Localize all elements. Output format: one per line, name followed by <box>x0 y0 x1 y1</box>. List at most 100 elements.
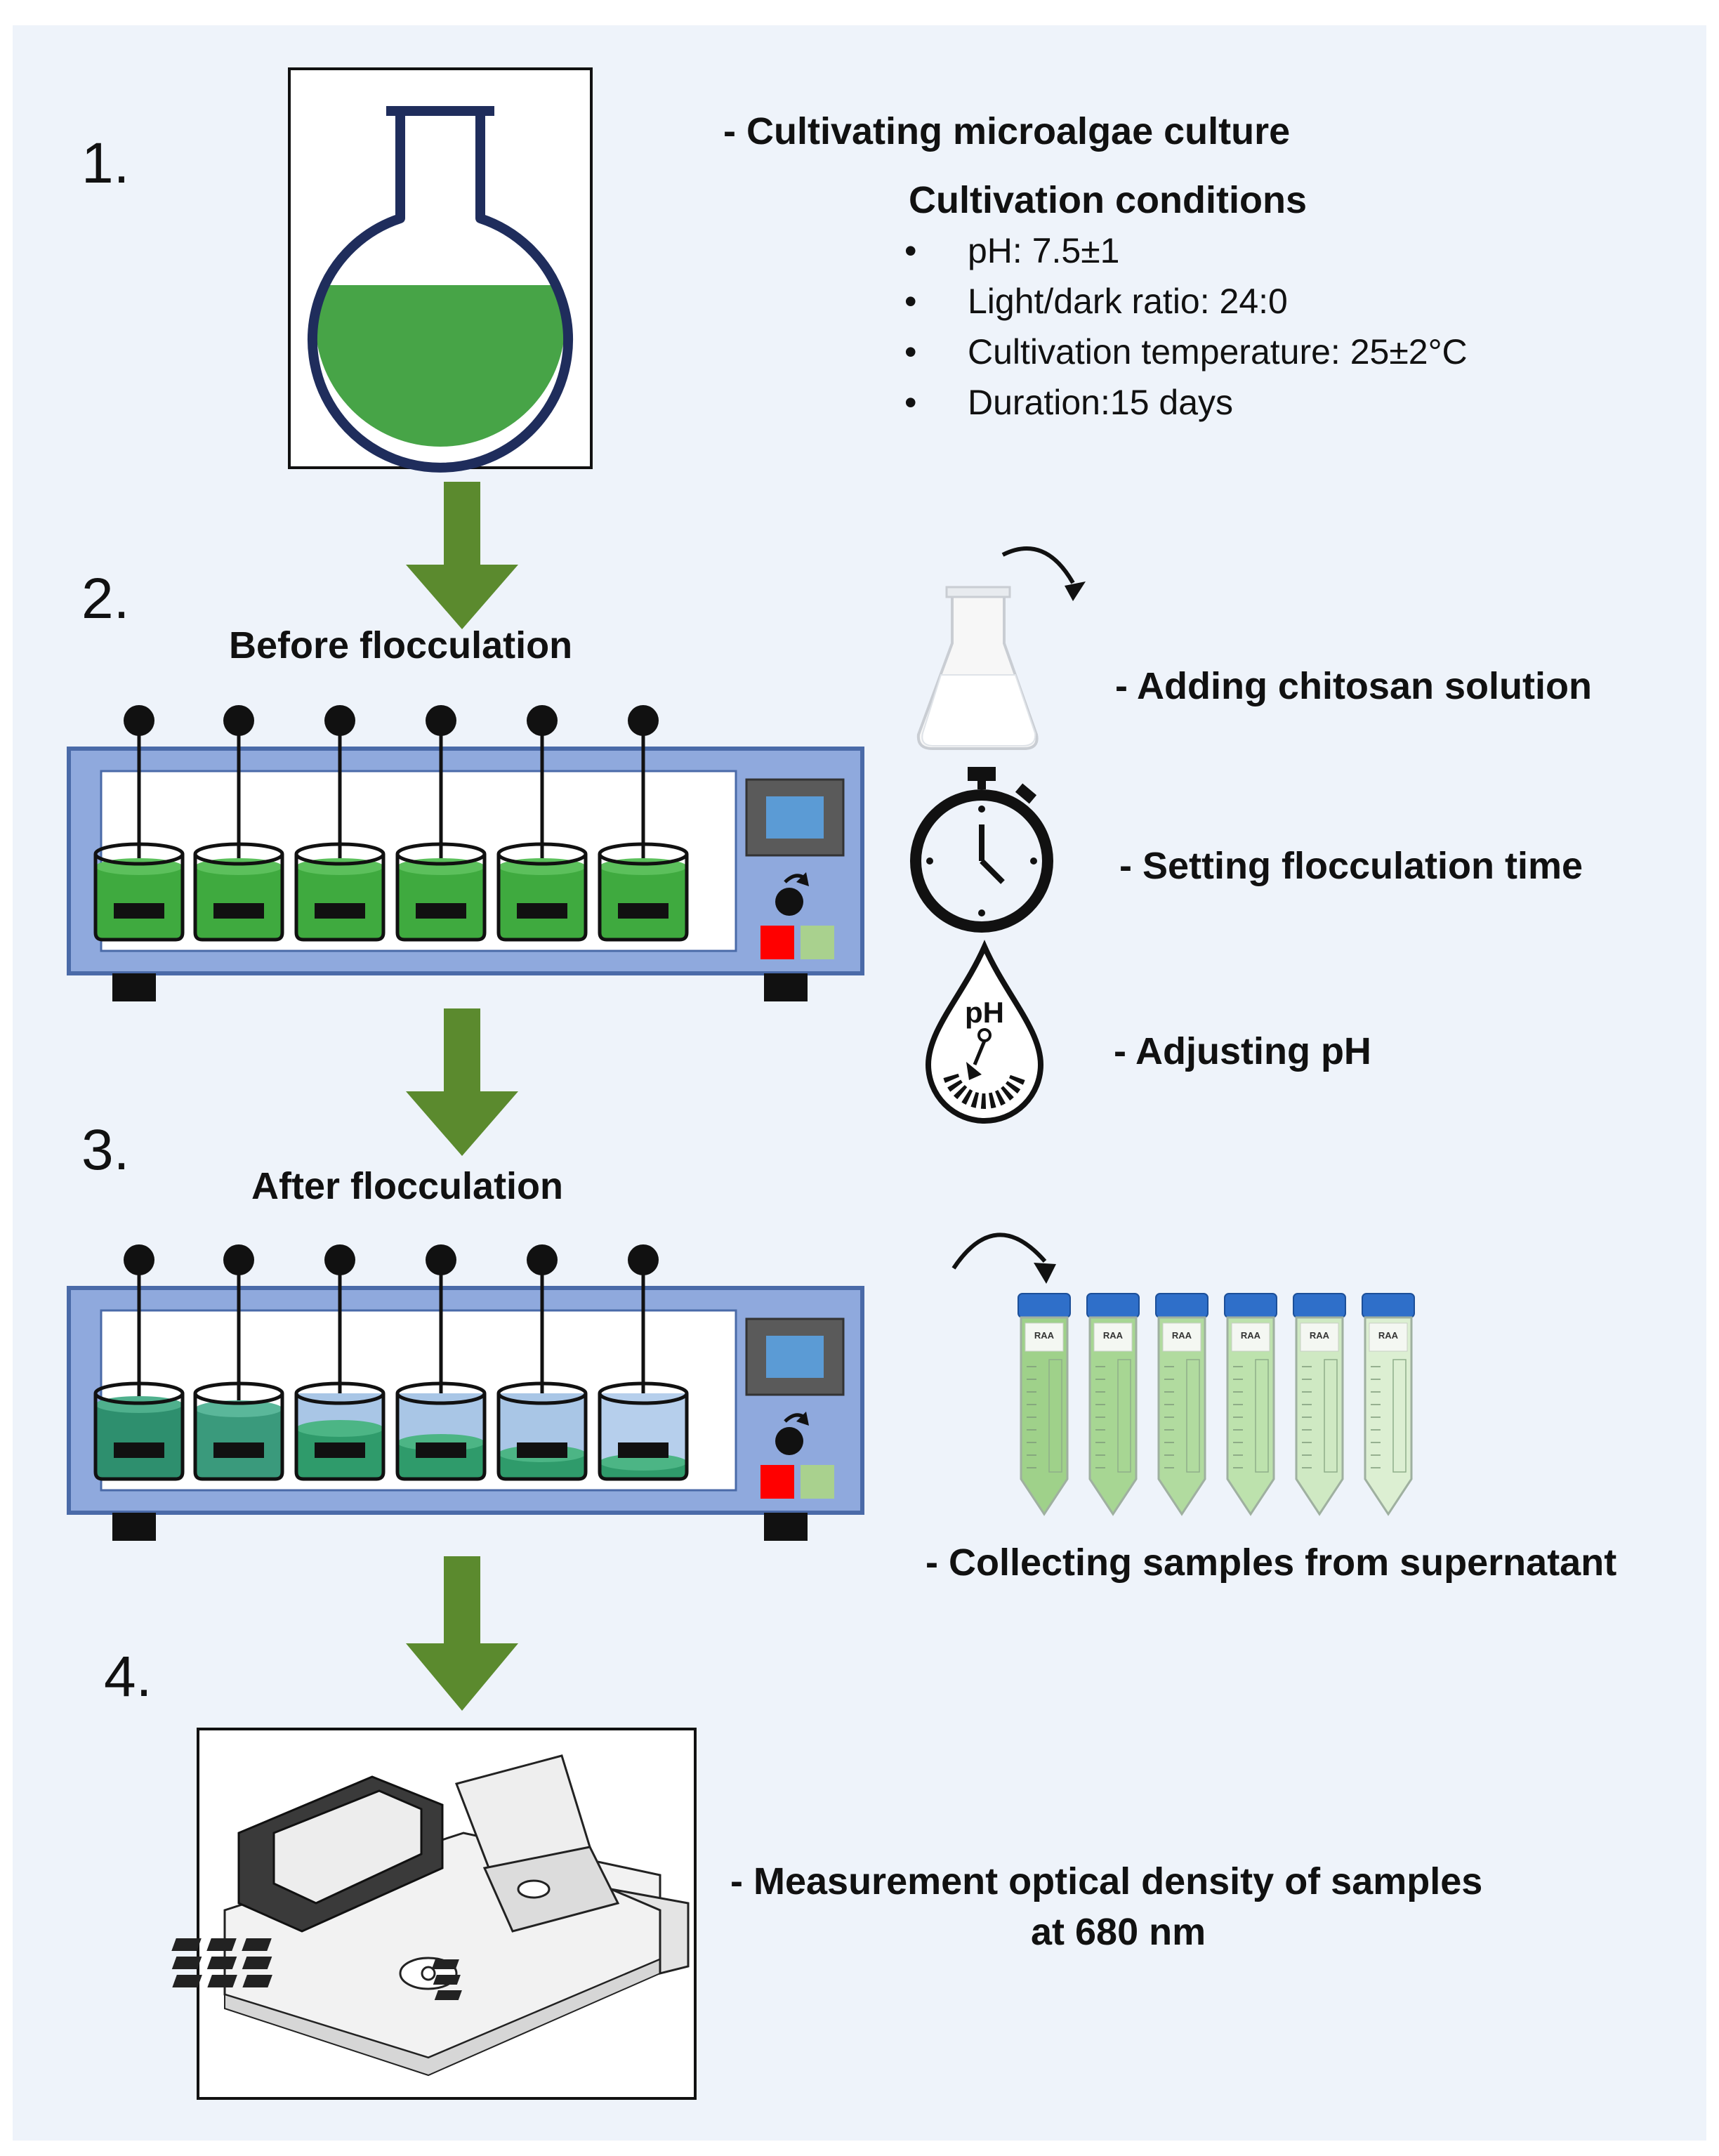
condition-item: •Light/dark ratio: 24:0 <box>904 282 1288 321</box>
tube-cap <box>1293 1293 1346 1318</box>
centrifuge-tube: RAA <box>1293 1293 1346 1516</box>
svg-text:RAA: RAA <box>1378 1330 1399 1341</box>
action-adding-chitosan: - Adding chitosan solution <box>1115 665 1592 707</box>
centrifuge-tube: RAA <box>1086 1293 1140 1516</box>
beaker <box>598 1244 689 1481</box>
tube-cap <box>1086 1293 1140 1318</box>
measurement-line2: at 680 nm <box>1031 1911 1206 1953</box>
condition-item: •Cultivation temperature: 25±2°C <box>904 332 1468 372</box>
stirrer-knob <box>628 705 659 736</box>
stirrer-knob <box>124 1244 154 1275</box>
stirrer-paddle <box>114 903 164 919</box>
stirrer-paddle <box>315 1442 365 1458</box>
stopwatch-icon <box>910 767 1053 933</box>
tube-cap <box>1362 1293 1415 1318</box>
start-button[interactable] <box>801 1465 834 1499</box>
svg-text:RAA: RAA <box>1310 1330 1330 1341</box>
jar-test-apparatus-after <box>67 1244 864 1541</box>
beaker <box>496 705 588 942</box>
step-number-3: 3. <box>81 1118 130 1182</box>
display-screen <box>766 1336 824 1378</box>
measurement-line1: - Measurement optical density of samples <box>730 1860 1483 1902</box>
stirrer-knob <box>628 1244 659 1275</box>
stir-knob-icon <box>775 888 803 916</box>
start-button[interactable] <box>801 926 834 959</box>
stirrer-paddle <box>416 1442 466 1458</box>
stirrer-knob <box>324 1244 355 1275</box>
beaker <box>598 705 689 942</box>
apparatus-foot <box>112 973 156 1001</box>
apparatus-foot <box>764 973 808 1001</box>
stirrer-paddle <box>517 1442 567 1458</box>
spectrophotometer-frame <box>171 1728 697 2100</box>
step-number-1: 1. <box>81 131 130 195</box>
tube-cap <box>1017 1293 1071 1318</box>
apparatus-foot <box>112 1513 156 1541</box>
stirrer-paddle <box>114 1442 164 1458</box>
centrifuge-tube: RAA <box>1224 1293 1277 1516</box>
stirrer-knob <box>527 705 558 736</box>
stirrer-paddle <box>213 1442 264 1458</box>
beaker <box>294 1244 386 1481</box>
display-screen <box>766 796 824 839</box>
stirrer-knob <box>324 705 355 736</box>
stirrer-knob <box>223 705 254 736</box>
condition-item: •Duration:15 days <box>904 383 1234 422</box>
stirrer-knob <box>527 1244 558 1275</box>
beaker <box>193 705 284 942</box>
stir-knob-icon <box>775 1427 803 1455</box>
stirrer-knob <box>426 1244 456 1275</box>
beaker <box>496 1244 588 1481</box>
stirrer-paddle <box>618 1442 668 1458</box>
centrifuge-tubes: RAA RAA RAA RAA RAA RAA <box>1017 1293 1415 1516</box>
svg-text:pH: pH <box>965 996 1004 1029</box>
diagram-panel: 1. 2. 3. 4. - Cultivating microalgae cul… <box>13 25 1706 2141</box>
stop-button[interactable] <box>760 1465 794 1499</box>
action-adjusting-ph: - Adjusting pH <box>1114 1030 1371 1072</box>
apparatus-foot <box>764 1513 808 1541</box>
spectrophotometer-icon <box>171 1754 690 2077</box>
svg-text:RAA: RAA <box>1241 1330 1261 1341</box>
stop-button[interactable] <box>760 926 794 959</box>
jar-test-apparatus-before <box>67 705 864 1001</box>
stirrer-knob <box>124 705 154 736</box>
stirrer-knob <box>223 1244 254 1275</box>
svg-text:RAA: RAA <box>1103 1330 1124 1341</box>
beaker <box>395 705 487 942</box>
stirrer-paddle <box>416 903 466 919</box>
down-arrow-icon <box>406 482 518 629</box>
beaker <box>395 1244 487 1481</box>
action-setting-time: - Setting flocculation time <box>1119 845 1583 887</box>
beaker <box>193 1244 284 1481</box>
flask-icon <box>916 546 1086 750</box>
curved-arrow-icon <box>951 1233 1056 1284</box>
beaker <box>93 705 185 942</box>
tube-cap <box>1155 1293 1208 1318</box>
beaker <box>294 705 386 942</box>
step-number-4: 4. <box>104 1645 152 1709</box>
svg-text:RAA: RAA <box>1172 1330 1192 1341</box>
conditions-title: Cultivation conditions <box>909 179 1307 221</box>
down-arrow-icon <box>406 1008 518 1156</box>
before-flocculation-label: Before flocculation <box>229 624 573 666</box>
stirrer-knob <box>426 705 456 736</box>
round-bottom-flask-icon <box>308 106 573 473</box>
centrifuge-tube: RAA <box>1155 1293 1208 1516</box>
tube-cap <box>1224 1293 1277 1318</box>
step1-heading: - Cultivating microalgae culture <box>723 110 1291 152</box>
centrifuge-tube: RAA <box>1017 1293 1071 1516</box>
stirrer-paddle <box>517 903 567 919</box>
stirrer-paddle <box>213 903 264 919</box>
step-number-2: 2. <box>81 567 130 631</box>
beaker <box>93 1244 185 1481</box>
culture-flask-frame <box>288 67 593 473</box>
stirrer-paddle <box>618 903 668 919</box>
condition-item: •pH: 7.5±1 <box>904 231 1120 270</box>
after-flocculation-label: After flocculation <box>251 1165 564 1207</box>
stirrer-paddle <box>315 903 365 919</box>
svg-text:RAA: RAA <box>1034 1330 1055 1341</box>
ph-drop-icon: pH <box>925 940 1044 1124</box>
action-collecting-samples: - Collecting samples from supernatant <box>926 1542 1617 1584</box>
centrifuge-tube: RAA <box>1362 1293 1415 1516</box>
down-arrow-icon <box>406 1556 518 1711</box>
